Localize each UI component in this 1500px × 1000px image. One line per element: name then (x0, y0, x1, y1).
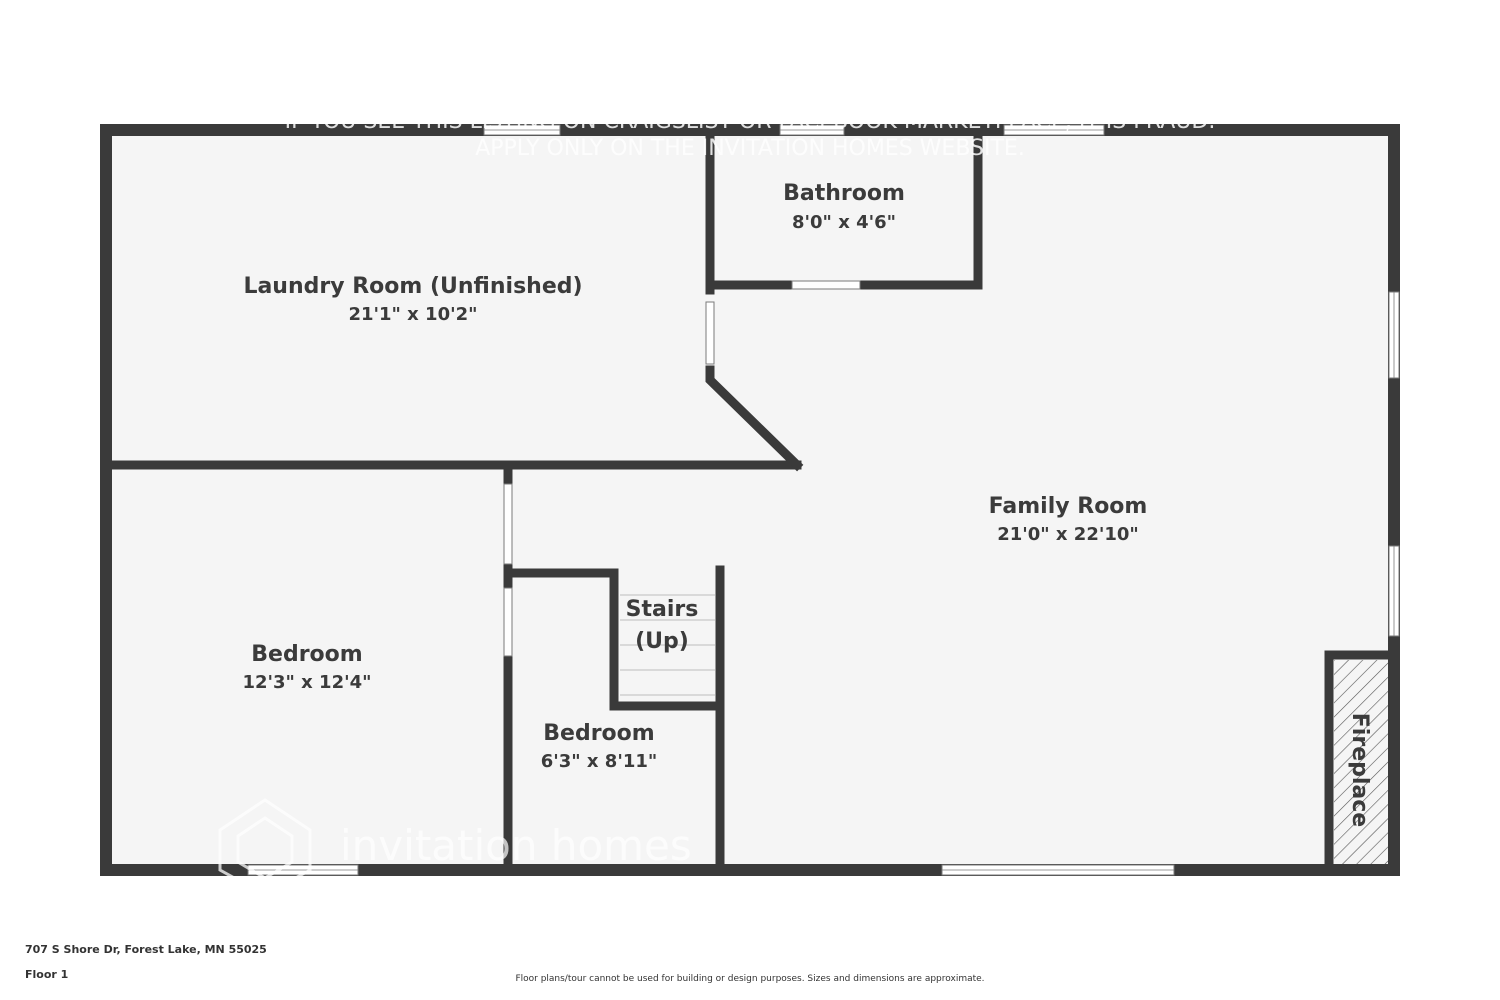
floor-area (106, 130, 1394, 870)
watermark-line-2: APPLY ONLY ON THE INVITATION HOMES WEBSI… (475, 136, 1025, 161)
door-bedroom-lower (503, 587, 513, 657)
property-address: 707 S Shore Dr, Forest Lake, MN 55025 (25, 943, 267, 956)
room-dims-family: 21'0" x 22'10" (997, 524, 1139, 545)
room-name-bathroom: Bathroom (783, 181, 905, 206)
room-dims-bedroom-1: 12'3" x 12'4" (242, 672, 371, 693)
watermark-logo-icon (218, 798, 312, 897)
room-dims-laundry: 21'1" x 10'2" (348, 304, 477, 325)
room-dims-bedroom-2: 6'3" x 8'11" (541, 751, 658, 772)
watermark-line-1: IF YOU SEE THIS LISTING ON CRAIGSLIST OR… (285, 109, 1216, 134)
room-dims-bathroom: 8'0" x 4'6" (792, 212, 896, 233)
stair-treads (620, 594, 715, 696)
door-bedroom-upper (503, 483, 513, 565)
disclaimer-text: Floor plans/tour cannot be used for buil… (515, 974, 985, 984)
door-laundry (705, 301, 715, 365)
watermark-logo-text: invitation homes (340, 821, 692, 870)
interior-walls (101, 125, 1395, 871)
floor-label: Floor 1 (25, 968, 69, 981)
room-name-laundry: Laundry Room (Unfinished) (243, 274, 582, 299)
door-bathroom (791, 280, 861, 290)
room-name-family: Family Room (989, 494, 1148, 519)
fireplace-hatch (1334, 660, 1388, 864)
room-name-bedroom-1: Bedroom (251, 642, 362, 667)
fireplace-label: Fireplace (1347, 713, 1372, 827)
stairs-label-line-1: Stairs (626, 597, 699, 622)
stairs-label-line-2: (Up) (635, 629, 689, 654)
window-mullions (248, 129, 1395, 871)
room-name-bedroom-2: Bedroom (543, 721, 654, 746)
exterior-wall (100, 124, 1400, 876)
